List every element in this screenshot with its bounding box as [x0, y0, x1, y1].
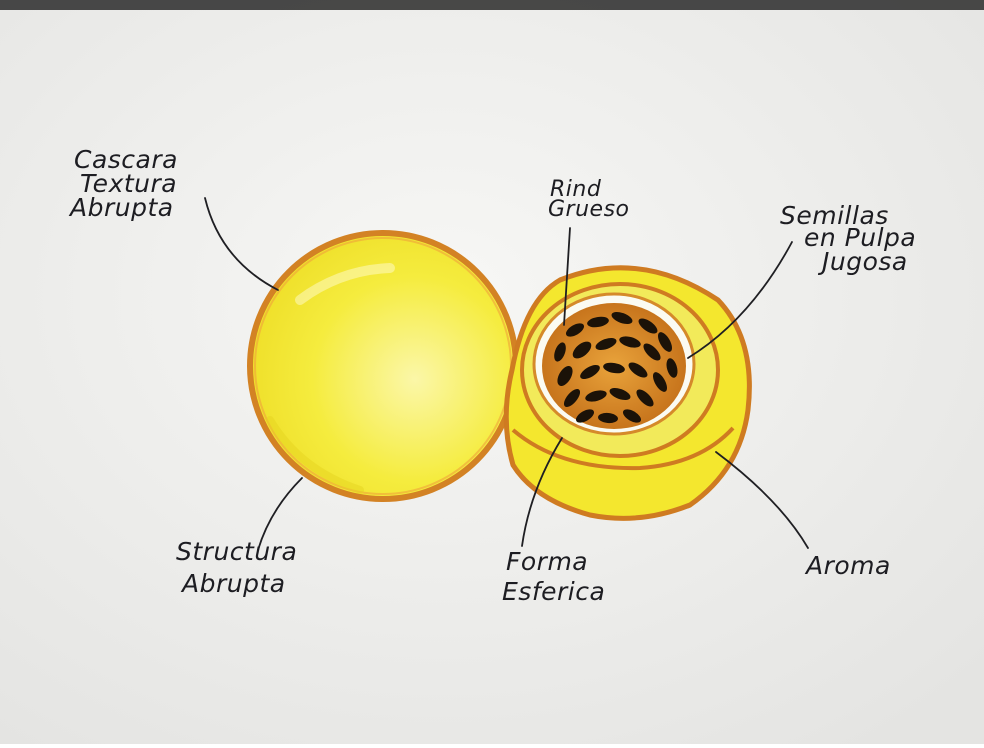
- cut-passion-fruit: [506, 268, 749, 519]
- label-cascara: Cascara Textura Abrupta: [68, 145, 186, 222]
- label-forma: Forma Esferica: [502, 547, 605, 606]
- whole-passion-fruit: [250, 233, 516, 499]
- top-edge-shadow: [0, 0, 984, 10]
- label-aroma: Aroma: [804, 551, 891, 580]
